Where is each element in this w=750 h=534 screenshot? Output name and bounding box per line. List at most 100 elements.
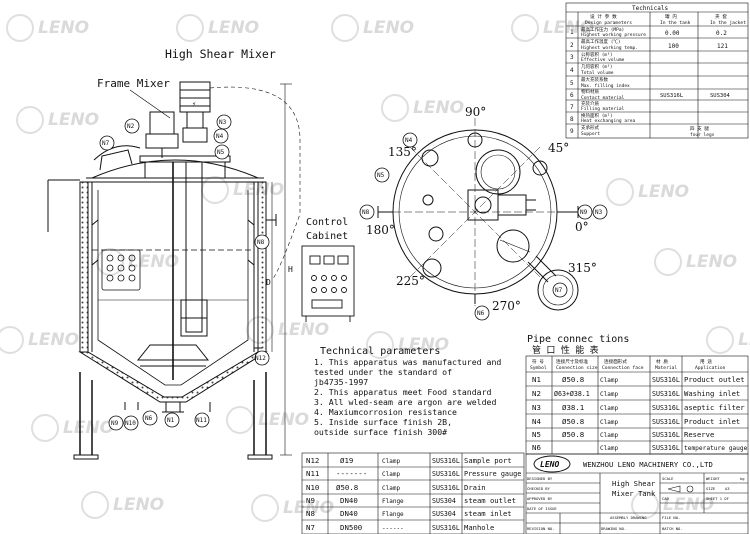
svg-text:Clamp: Clamp: [600, 405, 618, 412]
svg-text:LENO: LENO: [258, 410, 309, 430]
watermark-logo: LENO: [81, 491, 164, 519]
svg-text:N1: N1: [532, 375, 541, 384]
svg-text:DESIGNED BY: DESIGNED BY: [527, 476, 553, 481]
watermark-logo: LENO: [6, 14, 89, 42]
svg-text:N8: N8: [306, 509, 315, 518]
svg-text:Application: Application: [695, 365, 726, 371]
elevation-callouts: [99, 114, 270, 431]
svg-text:Heat exchanging area: Heat exchanging area: [581, 118, 635, 124]
svg-text:1: 1: [570, 29, 574, 36]
callout-n5: [214, 144, 230, 160]
svg-text:LENO: LENO: [738, 330, 750, 350]
svg-text:REVISION NO.: REVISION NO.: [527, 526, 554, 531]
svg-text:Sample port: Sample port: [464, 456, 512, 465]
svg-text:LENO: LENO: [48, 110, 99, 130]
svg-text:Clamp: Clamp: [382, 485, 400, 492]
svg-text:Ø50.8: Ø50.8: [562, 430, 584, 439]
svg-text:Ø50.8: Ø50.8: [562, 417, 584, 426]
elevation-callout-labels: N2 N7 N3 N4 N5 N8 N12 N9 N10 N6 N1 N11: [102, 119, 266, 427]
svg-text:CHECKED BY: CHECKED BY: [527, 486, 551, 491]
svg-text:------: ------: [382, 525, 404, 532]
svg-text:Clamp: Clamp: [600, 377, 618, 384]
svg-text:SUS304: SUS304: [432, 497, 456, 505]
svg-text:SUS316L: SUS316L: [432, 484, 460, 492]
svg-text:ASSEMBLY DRAWING: ASSEMBLY DRAWING: [610, 515, 647, 520]
callout-n6: [142, 410, 158, 426]
svg-text:aseptic filter: aseptic filter: [684, 403, 745, 412]
pipe-connections-table: [525, 355, 749, 455]
svg-text:SUS316L: SUS316L: [652, 431, 680, 439]
svg-text:Drain: Drain: [464, 483, 486, 492]
svg-text:Clamp: Clamp: [600, 391, 618, 398]
svg-text:SUS316L: SUS316L: [660, 93, 684, 99]
svg-text:连接尺寸及标准: 连接尺寸及标准: [556, 358, 589, 365]
svg-text:最大充装系数: 最大充装系数: [581, 76, 608, 83]
svg-text:8: 8: [570, 116, 574, 123]
control-cabinet-title-2: Cabinet: [306, 231, 348, 242]
svg-text:LENO: LENO: [63, 418, 114, 438]
technicals-title: Technicals: [632, 5, 669, 12]
svg-text:steam outlet: steam outlet: [464, 496, 516, 505]
svg-text:N4: N4: [532, 417, 541, 426]
svg-text:N8: N8: [362, 209, 370, 216]
svg-text:4: 4: [570, 67, 574, 74]
svg-text:A3: A3: [725, 486, 730, 491]
svg-text:⚡: ⚡: [192, 100, 196, 108]
svg-text:LENO: LENO: [663, 495, 714, 515]
svg-text:45°: 45°: [548, 141, 569, 155]
title-block-labels: DESIGNED BY CHECKED BY APPROVED BY DATE …: [527, 476, 745, 531]
svg-text:Support: Support: [581, 131, 600, 137]
svg-text:几何容积 (m³): 几何容积 (m³): [581, 63, 613, 70]
svg-text:jb4735-1997: jb4735-1997: [314, 377, 368, 387]
svg-text:N5: N5: [377, 172, 385, 179]
svg-text:LENO: LENO: [363, 18, 414, 38]
svg-text:100: 100: [668, 43, 679, 50]
pipe-table-header: 符 号 Symbol 连接尺寸及标准 Connection size 连接面形式…: [530, 358, 726, 371]
svg-text:设 计 参 数: 设 计 参 数: [590, 13, 617, 20]
svg-text:DN40: DN40: [340, 509, 358, 518]
svg-text:N12: N12: [255, 355, 266, 362]
company-logo: LENO: [533, 455, 571, 473]
svg-text:BATCH NO.: BATCH NO.: [662, 526, 683, 531]
svg-text:3. All wled-seam are argon are: 3. All wled-seam are argon are welded: [314, 397, 496, 407]
drawing-title-2: Mixer Tank: [612, 489, 656, 498]
svg-text:FILE NO.: FILE NO.: [662, 515, 680, 520]
svg-text:Clamp: Clamp: [382, 471, 400, 478]
svg-text:N4: N4: [216, 133, 224, 140]
callout-n1: [164, 412, 180, 428]
tech-params-lines: 1. This apparatus was manufactured and t…: [314, 357, 501, 437]
title-block: [525, 453, 749, 534]
svg-text:Design parameters: Design parameters: [585, 20, 632, 26]
sight-glass: [101, 249, 141, 291]
svg-text:outside surface finish 300#: outside surface finish 300#: [314, 427, 447, 437]
svg-text:SCALE: SCALE: [662, 476, 674, 481]
tank-plan-view: [377, 118, 579, 311]
main-title: High Shear Mixer: [165, 47, 276, 61]
control-cabinet-title-1: Control: [306, 217, 348, 228]
frame-mixer-title: Frame Mixer: [97, 77, 170, 90]
svg-text:N3: N3: [595, 209, 603, 216]
svg-text:Clamp: Clamp: [382, 458, 400, 465]
svg-text:Ø63+Ø38.1: Ø63+Ø38.1: [554, 390, 590, 398]
svg-text:四 支 腿: 四 支 腿: [690, 125, 709, 132]
svg-text:N4: N4: [405, 137, 413, 144]
svg-text:kg: kg: [740, 476, 745, 481]
technicals-rows: 1 最高工作压力 (MPa) Highest working pressure …: [570, 26, 731, 138]
svg-text:连接面形式: 连接面形式: [604, 358, 627, 365]
svg-text:Manhole: Manhole: [464, 523, 494, 532]
svg-text:four legs: four legs: [690, 132, 715, 138]
svg-text:N5: N5: [217, 149, 225, 156]
watermark-logo: LENO: [16, 106, 99, 134]
watermark-logo: LENO: [706, 326, 750, 354]
svg-text:LENO: LENO: [278, 320, 329, 340]
svg-text:Filling material: Filling material: [581, 106, 625, 112]
svg-text:Ø50.8: Ø50.8: [336, 483, 358, 492]
svg-text:公称容积 (m³): 公称容积 (m³): [581, 51, 613, 58]
pipe-connections-title-cn: 管 口 性 能 表: [532, 344, 599, 356]
watermark-logo: LENO: [176, 14, 259, 42]
svg-text:N9: N9: [111, 420, 119, 427]
svg-text:SUS316L: SUS316L: [432, 470, 460, 478]
svg-text:Max. filling index: Max. filling index: [581, 83, 630, 89]
svg-text:SUS316L: SUS316L: [652, 390, 680, 398]
dimension-d: D: [266, 278, 271, 287]
